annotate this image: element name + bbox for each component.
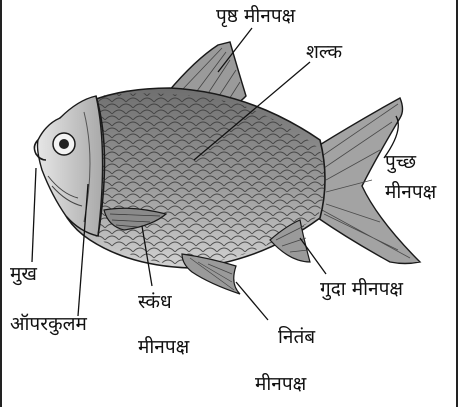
label-pelvic-fin-line2: मीनपक्ष bbox=[255, 372, 306, 396]
label-caudal-fin-line1: पुच्छ bbox=[385, 150, 416, 174]
label-mouth: मुख bbox=[10, 262, 37, 286]
label-pectoral-fin-line2: मीनपक्ष bbox=[138, 335, 189, 359]
label-pelvic-fin-line1: नितंब bbox=[278, 325, 315, 349]
label-scales: शल्क bbox=[306, 40, 342, 64]
label-caudal-fin-line2: मीनपक्ष bbox=[385, 180, 436, 204]
eye bbox=[53, 133, 75, 155]
label-dorsal-fin: पृष्ठ मीनपक्ष bbox=[216, 4, 295, 28]
label-anal-fin: गुदा मीनपक्ष bbox=[320, 277, 403, 301]
pointer-pelvic bbox=[236, 282, 268, 320]
label-operculum: ऑपरकुलम bbox=[10, 312, 87, 336]
fish-head bbox=[38, 96, 105, 236]
pointer-mouth bbox=[32, 168, 36, 262]
label-pectoral-fin-line1: स्कंध bbox=[138, 290, 172, 314]
